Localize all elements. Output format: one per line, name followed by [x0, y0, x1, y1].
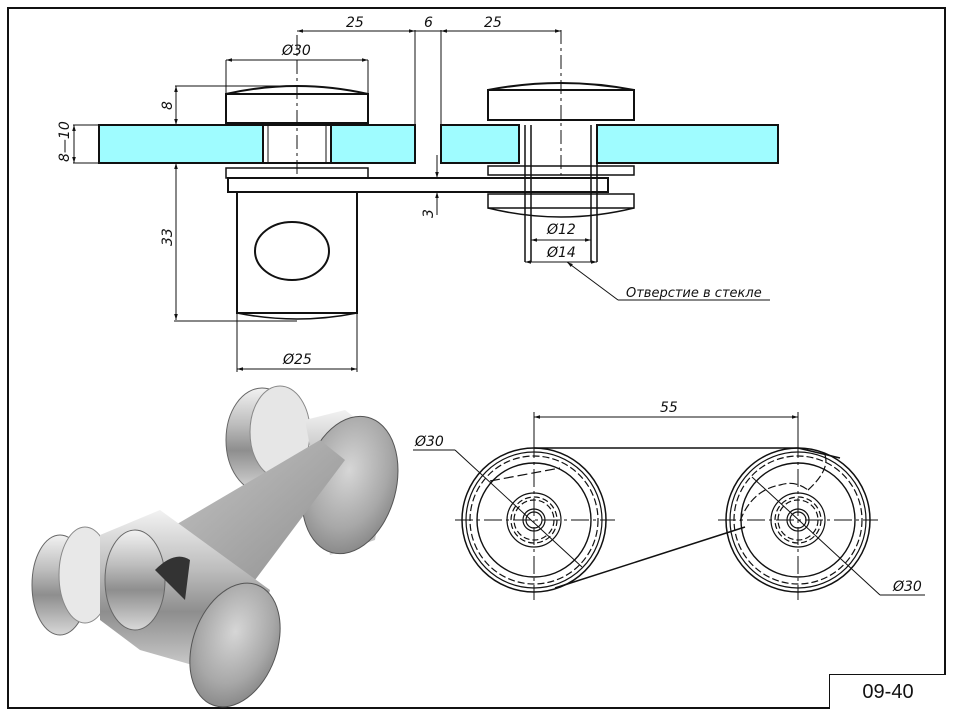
- dim-center-distance: 55: [660, 400, 678, 416]
- right-nut: [487, 193, 635, 218]
- top-view-centerlines: [455, 440, 878, 600]
- dim-body-height: 33: [160, 228, 176, 246]
- top-view: [413, 412, 925, 600]
- render-front-connector: [31, 510, 281, 708]
- dim-cap-diameter: Ø30: [281, 43, 311, 59]
- drawing-code-stamp: 09-40: [829, 674, 946, 709]
- glass-left: [98, 124, 416, 164]
- side-view: [98, 30, 779, 320]
- dim-gap: 6: [424, 15, 433, 31]
- dim-top-right-diameter: Ø30: [892, 579, 922, 595]
- dim-top-left-diameter: Ø30: [414, 434, 444, 450]
- drawing-frame: [7, 7, 946, 709]
- dim-offset-right: 25: [484, 15, 502, 31]
- top-view-plate-outline: [534, 447, 841, 589]
- top-view-dimensions: [413, 412, 925, 596]
- glass-hole-note: Отверстие в стекле: [626, 286, 762, 301]
- connecting-plate: [227, 177, 609, 193]
- dim-cap-height: 8: [160, 101, 176, 110]
- dim-hole-outer: Ø14: [546, 245, 576, 261]
- side-dimensions: [72, 29, 770, 372]
- dim-glass-thickness: 8—10: [57, 121, 73, 162]
- dim-hole-inner: Ø12: [546, 222, 576, 238]
- left-body: [236, 191, 358, 320]
- dim-body-diameter: Ø25: [282, 352, 312, 368]
- dim-plate-thickness: 3: [421, 209, 437, 218]
- dim-offset-left: 25: [346, 15, 364, 31]
- render-3d: [31, 385, 399, 708]
